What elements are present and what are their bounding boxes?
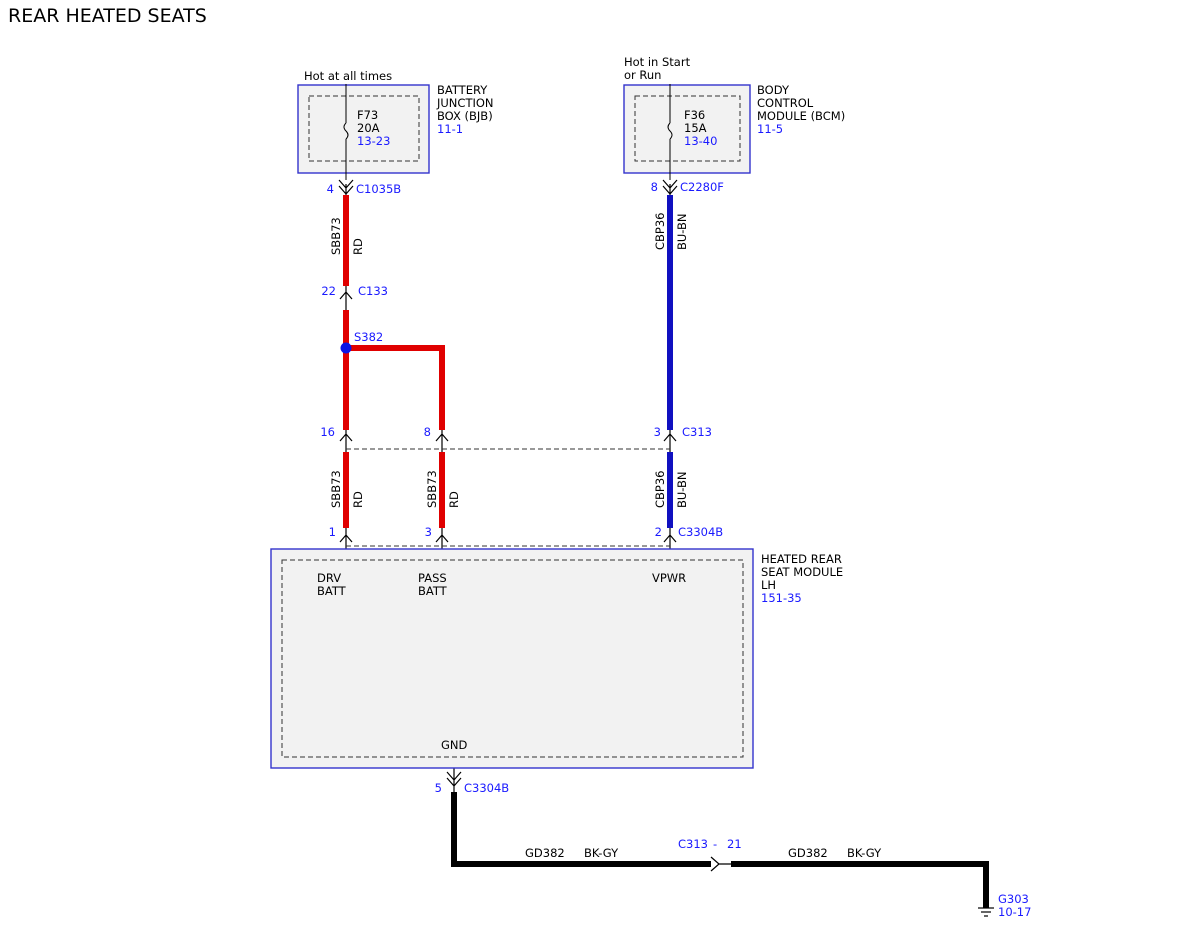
c313-pin-8: 8 bbox=[424, 425, 431, 439]
red-wires bbox=[343, 195, 445, 528]
bjb-name-line-3: BOX (BJB) bbox=[437, 109, 493, 123]
wire-upper-blue-color: BU-BN bbox=[675, 213, 689, 250]
bjb-name-line-1: BATTERY bbox=[437, 83, 488, 97]
wire-upper-red-circuit: SBB73 bbox=[329, 217, 343, 255]
wire-gd382-b-color: BK-GY bbox=[847, 846, 882, 860]
bcm-supply-note-line-2: or Run bbox=[624, 68, 661, 82]
bjb-ref-link[interactable]: 11-1 bbox=[437, 122, 463, 136]
fuse-f36-ref-link[interactable]: 13-40 bbox=[684, 134, 717, 148]
module-inner-box bbox=[281, 559, 744, 758]
wire-lower-red-a-circuit: SBB73 bbox=[329, 470, 343, 508]
bcm-box bbox=[623, 84, 751, 174]
wire-gd382-a[interactable] bbox=[451, 792, 711, 867]
connector-symbols bbox=[338, 179, 731, 872]
fuse-f36-rating: 15A bbox=[684, 121, 707, 135]
module-pin-drv-line-2: BATT bbox=[317, 584, 347, 598]
c2280f-name-link[interactable]: C2280F bbox=[680, 180, 724, 194]
c133-name-link[interactable]: C133 bbox=[358, 284, 388, 298]
c313-name-link[interactable]: C313 bbox=[682, 425, 712, 439]
bcm-name-line-3: MODULE (BCM) bbox=[757, 109, 845, 123]
wire-upper-blue-circuit: CBP36 bbox=[653, 213, 667, 251]
splice-s382-label[interactable]: S382 bbox=[354, 330, 383, 344]
battery-junction-box: Hot at all times F73 20A 13-23 BATTERY J… bbox=[297, 69, 494, 180]
fuse-f73-ref-link[interactable]: 13-23 bbox=[357, 134, 390, 148]
c3304b-pin-1: 1 bbox=[329, 525, 336, 539]
c1035b-connector-icon bbox=[338, 179, 354, 195]
wire-upper-red-color: RD bbox=[351, 238, 365, 255]
module-pin-pass-line-2: BATT bbox=[418, 584, 448, 598]
module-box bbox=[270, 548, 754, 769]
module-ref-link[interactable]: 151-35 bbox=[761, 591, 802, 605]
bcm-ref-link[interactable]: 11-5 bbox=[757, 122, 783, 136]
c1035b-name-link[interactable]: C1035B bbox=[356, 182, 401, 196]
ground-g303-icon bbox=[978, 907, 994, 917]
bcm-inner-box bbox=[634, 95, 741, 162]
ground-circuit: GD382 BK-GY GD382 BK-GY G303 10-17 bbox=[451, 792, 1031, 919]
c1035b-pin: 4 bbox=[327, 182, 334, 196]
c3304b-gnd-pin: 5 bbox=[435, 781, 442, 795]
c3304b-gnd-name-link[interactable]: C3304B bbox=[464, 781, 509, 795]
ground-g303-ref-link[interactable]: 10-17 bbox=[998, 905, 1031, 919]
fuse-f36-id: F36 bbox=[684, 108, 705, 122]
c313-gnd-dash: - bbox=[713, 837, 717, 851]
c313-pin16-icon bbox=[339, 430, 353, 452]
bjb-box bbox=[297, 84, 430, 174]
module-pin-pass-line-1: PASS bbox=[418, 571, 447, 585]
wire-gd382-a-color: BK-GY bbox=[584, 846, 619, 860]
c313-gnd-connector-icon bbox=[710, 856, 731, 872]
bjb-name-line-2: JUNCTION bbox=[436, 96, 494, 110]
wire-lower-red-a-color: RD bbox=[351, 491, 365, 508]
fuse-f73-icon bbox=[343, 122, 349, 140]
c313-pin3-icon bbox=[663, 430, 677, 452]
c2280f-pin: 8 bbox=[651, 180, 658, 194]
c133-connector-icon bbox=[339, 286, 353, 310]
fuse-f73-rating: 20A bbox=[357, 121, 380, 135]
c3304b-pin-3: 3 bbox=[425, 525, 432, 539]
c313-pin-3: 3 bbox=[654, 425, 661, 439]
bjb-supply-note: Hot at all times bbox=[304, 69, 392, 83]
diagram-title: REAR HEATED SEATS bbox=[8, 5, 207, 27]
c3304b-name-link[interactable]: C3304B bbox=[678, 525, 723, 539]
c313-gnd-name-link[interactable]: C313 bbox=[678, 837, 708, 851]
module-pin-drv-line-1: DRV bbox=[317, 571, 341, 585]
wire-lower-blue-color: BU-BN bbox=[675, 471, 689, 508]
module-pin-vpwr: VPWR bbox=[652, 571, 686, 585]
fuse-f73-id: F73 bbox=[357, 108, 378, 122]
wire-gd382-b-circuit: GD382 bbox=[788, 846, 828, 860]
c3304b-pin-2: 2 bbox=[655, 525, 662, 539]
c313-gnd-pin: 21 bbox=[727, 837, 742, 851]
c313-pin8-icon bbox=[435, 430, 449, 452]
module-pin-gnd: GND bbox=[441, 738, 468, 752]
ground-g303-name-link[interactable]: G303 bbox=[998, 892, 1029, 906]
module-name-line-3: LH bbox=[761, 578, 776, 592]
wire-gd382-b[interactable] bbox=[731, 861, 989, 908]
wire-lower-red-b-circuit: SBB73 bbox=[425, 470, 439, 508]
c2280f-connector-icon bbox=[662, 179, 678, 195]
body-control-module: Hot in Start or Run F36 15A 13-40 BODY C… bbox=[623, 55, 845, 180]
splice-s382-icon[interactable] bbox=[340, 342, 352, 354]
fuse-f36-icon bbox=[667, 122, 673, 140]
wire-sbb73-branch[interactable] bbox=[346, 345, 445, 430]
wire-gd382-a-circuit: GD382 bbox=[525, 846, 565, 860]
wire-lower-red-b-color: RD bbox=[447, 491, 461, 508]
module-name-line-1: HEATED REAR bbox=[761, 552, 842, 566]
c133-pin: 22 bbox=[321, 284, 336, 298]
bcm-name-line-2: CONTROL bbox=[757, 96, 814, 110]
bcm-supply-note-line-1: Hot in Start bbox=[624, 55, 691, 69]
bcm-name-line-1: BODY bbox=[757, 83, 790, 97]
c313-pin-16: 16 bbox=[320, 425, 335, 439]
wire-lower-blue-circuit: CBP36 bbox=[653, 471, 667, 509]
heated-rear-seat-module: DRV BATT PASS BATT VPWR GND HEATED REAR … bbox=[270, 548, 843, 769]
module-name-line-2: SEAT MODULE bbox=[761, 565, 843, 579]
